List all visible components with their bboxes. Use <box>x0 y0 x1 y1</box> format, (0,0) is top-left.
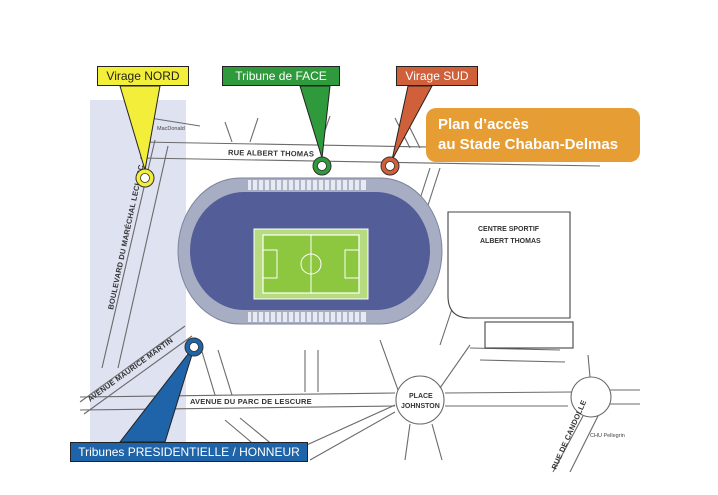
callout-tribune-face: Tribune de FACE <box>222 66 340 86</box>
label-centre-sportif-2: ALBERT THOMAS <box>480 238 541 245</box>
gate-stripes <box>251 180 361 322</box>
label-place-johnston-2: JOHNSTON <box>401 403 440 410</box>
sud-callout-pointer <box>391 85 433 161</box>
centre-sportif-building <box>447 211 571 319</box>
label-rue-de-candolle: RUE DE CANDOLLE <box>550 399 589 471</box>
callout-tribune-face-label: Tribune de FACE <box>235 69 327 83</box>
map-title-line1: Plan d’accès <box>438 116 529 133</box>
marker-virage-nord[interactable] <box>135 168 155 188</box>
stadium-gates <box>248 180 366 322</box>
label-rue-albert-thomas: RUE ALBERT THOMAS <box>228 148 314 159</box>
map-credit: CHU Pellegrin <box>590 433 625 439</box>
callout-virage-nord-label: Virage NORD <box>106 69 180 83</box>
callout-virage-sud-label: Virage SUD <box>405 69 469 83</box>
map-title-line2: au Stade Chaban-Delmas <box>438 136 619 153</box>
nord-callout-pointer <box>119 85 161 171</box>
label-centre-sportif-1: CENTRE SPORTIF <box>478 226 540 233</box>
stadium <box>177 177 443 325</box>
face-callout-pointer <box>299 85 331 159</box>
callout-tribunes-presidentielle-label: Tribunes PRESIDENTIELLE / HONNEUR <box>78 445 300 459</box>
annex-building <box>484 321 574 349</box>
label-macdonald: MacDonald <box>157 126 185 132</box>
label-place-johnston-1: PLACE <box>409 393 433 400</box>
label-avenue-parc-de-lescure: AVENUE DU PARC DE LESCURE <box>190 397 312 406</box>
marker-virage-sud[interactable] <box>380 156 400 176</box>
callout-virage-nord: Virage NORD <box>97 66 189 86</box>
callout-tribunes-presidentielle: Tribunes PRESIDENTIELLE / HONNEUR <box>70 442 308 462</box>
map-title: Plan d’accès au Stade Chaban-Delmas <box>426 108 640 162</box>
pitch-markings <box>262 235 360 293</box>
marker-tribunes-presidentielle[interactable] <box>184 337 204 357</box>
marker-tribune-face[interactable] <box>312 156 332 176</box>
callout-virage-sud: Virage SUD <box>396 66 478 86</box>
